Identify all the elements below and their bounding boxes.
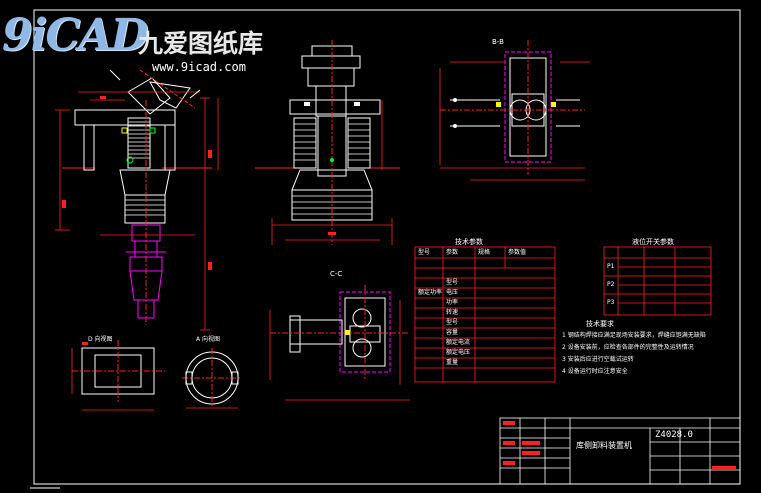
note-item-2: 2 设备安装前，应检查各部件的完整性及运转情况 [562, 344, 694, 351]
note-item-4: 4 设备运行时应注意安全 [562, 368, 628, 375]
logo-url: www.9icad.com [152, 60, 246, 74]
params-row-6: 型号 [446, 319, 459, 326]
notes-title: 技术要求 [586, 320, 614, 328]
logo-mark: 9iCAD [2, 10, 149, 61]
params-header-2: 参数 [446, 249, 459, 256]
drawing-name: 库侧卸料装置机 [576, 441, 632, 450]
section-label-bb: B-B [492, 38, 504, 46]
drawing-number: Z4028.0 [655, 430, 693, 440]
small-table-p3: P3 [607, 299, 615, 306]
small-table-p2: P2 [607, 281, 615, 288]
params-row-7: 容量 [446, 329, 459, 336]
detail-d-view [71, 340, 165, 411]
params-row-2: 型号 [446, 279, 459, 286]
small-table-grid [603, 246, 712, 316]
technical-notes: 技术要求 1 钢结构焊接应满足现场安装要求，焊缝应饱满无缺陷 2 设备安装前，应… [562, 318, 706, 378]
params-header-3: 规格 [478, 249, 491, 256]
params-table-title: 技术参数 [455, 238, 483, 246]
section-label-detail-d: D 向视图 [88, 336, 113, 343]
params-table-grid [414, 246, 556, 383]
params-row-3: 电压 [446, 289, 459, 296]
logo-title: 九爱图纸库 [138, 29, 264, 58]
drawing-frame [33, 9, 741, 485]
note-item-3: 3 安装后应进行空载试运转 [562, 356, 634, 363]
params-row-label: 额定功率 [418, 289, 443, 296]
bb-view [439, 40, 590, 181]
cc-view [269, 285, 410, 401]
params-header-1: 型号 [418, 249, 431, 256]
title-block-red-marks [503, 421, 736, 470]
params-row-5: 转速 [446, 309, 459, 316]
params-header-4: 参数值 [508, 249, 527, 256]
params-row-10: 重量 [446, 359, 459, 366]
small-table-title: 液位开关参数 [632, 238, 674, 246]
section-label-detail-a: A 向视图 [196, 336, 221, 343]
params-row-8: 额定电流 [446, 339, 471, 346]
small-table-p1: P1 [607, 263, 615, 270]
params-row-9: 额定电压 [446, 349, 471, 356]
site-logo: 9iCAD 九爱图纸库 www.9icad.com [2, 10, 302, 80]
front-view [55, 69, 219, 331]
title-block-grid [499, 417, 741, 485]
params-row-4: 功率 [446, 299, 459, 306]
section-label-cc: C-C [330, 270, 343, 278]
side-view [255, 40, 400, 245]
detail-a-view [182, 348, 242, 409]
note-item-1: 1 钢结构焊接应满足现场安装要求，焊缝应饱满无缺陷 [562, 332, 706, 339]
